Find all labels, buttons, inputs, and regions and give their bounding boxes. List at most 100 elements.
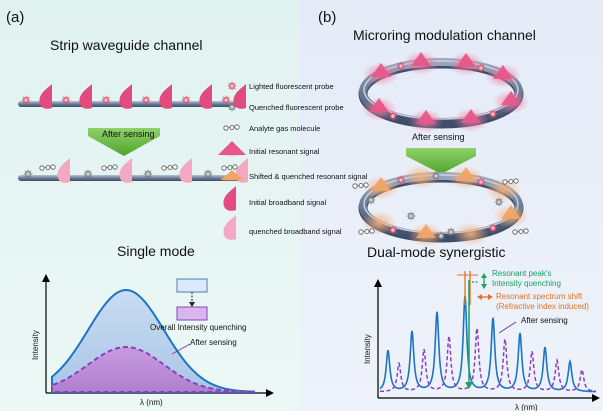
quenching-arrowhead bbox=[189, 302, 195, 307]
dual-mode-title: Dual-mode synergistic bbox=[367, 244, 506, 260]
ring-gas-2-atom-3 bbox=[513, 178, 519, 184]
single-mode-spectrum-chart: Overall Intensity quenching After sensin… bbox=[31, 274, 274, 407]
quenched-probe-3 bbox=[143, 169, 153, 179]
ring-probe-after-5-core bbox=[439, 234, 443, 238]
ring-gas-4-atom-2 bbox=[518, 229, 524, 234]
ring-signal-before-1 bbox=[371, 63, 391, 77]
legend-orange-peak bbox=[221, 170, 243, 180]
ring-probe-before-4 bbox=[488, 109, 498, 119]
initial-broadband-icon bbox=[223, 186, 236, 211]
quenched-probe-icon bbox=[227, 102, 237, 112]
ring-quenched-3-core bbox=[497, 200, 501, 204]
ring-gas-1 bbox=[352, 182, 369, 189]
ring-signal-before-8 bbox=[369, 98, 389, 112]
quenched-broadband-icon bbox=[223, 215, 236, 240]
ring-gas-2-atom-2 bbox=[508, 179, 514, 184]
ring-gas-3-atom-2 bbox=[364, 229, 370, 234]
ring-signal-before-6 bbox=[461, 109, 481, 123]
orange-legend-arrowheads bbox=[477, 294, 493, 300]
gas-molecule-3-atom-3 bbox=[172, 164, 178, 170]
lighted-probe-5 bbox=[181, 95, 191, 105]
initial-broadband-wave-1 bbox=[39, 84, 52, 109]
ring-gas-3-atom-3 bbox=[369, 228, 375, 234]
lighted-probe-3-core bbox=[104, 98, 108, 102]
ring-gas-3 bbox=[358, 228, 375, 235]
legend-gas-molecule-atom-1 bbox=[223, 125, 229, 131]
gas-molecule-1 bbox=[39, 164, 56, 171]
gas-molecule-2-atom-3 bbox=[112, 164, 118, 170]
ring-gas-3-atom-1 bbox=[358, 229, 364, 235]
lighted-probe-6-core bbox=[224, 98, 228, 102]
legend-broadband-quenched bbox=[223, 215, 236, 240]
shift-label-2: (Refractive index induced) bbox=[496, 302, 589, 311]
ring-glow-after-6 bbox=[453, 222, 489, 246]
initial-resonant-icon bbox=[218, 141, 246, 157]
ring-probe-after-3 bbox=[388, 225, 398, 235]
after-sensing-pointer-b bbox=[498, 321, 517, 334]
ring-probe-after-2 bbox=[476, 177, 486, 187]
ring-signal-after-3 bbox=[456, 167, 476, 181]
legend-gas-molecule-atom-3 bbox=[234, 124, 240, 130]
gas-molecule-4-atom-2 bbox=[227, 165, 233, 170]
quenched-probe-1 bbox=[23, 169, 33, 179]
microring-before bbox=[358, 51, 529, 133]
ring-quenched-5-core bbox=[409, 214, 413, 218]
quenched-broadband-wave-3 bbox=[179, 158, 192, 183]
gas-molecule-2-atom-2 bbox=[107, 165, 113, 170]
ring-gas-1-atom-2 bbox=[358, 183, 364, 188]
after-sensing-arrow-a bbox=[88, 128, 160, 156]
gas-molecule-2-atom-1 bbox=[101, 165, 107, 171]
lighted-probe-6 bbox=[221, 95, 231, 105]
gas-molecule-icon bbox=[223, 124, 240, 131]
ring-probe-after-4 bbox=[488, 223, 498, 233]
initial-broadband-wave-4 bbox=[159, 84, 172, 109]
gas-molecule-2 bbox=[101, 164, 118, 171]
panel-b-label: (b) bbox=[318, 9, 336, 26]
ring-probe-after-3-core bbox=[391, 228, 395, 232]
lighted-probe-1 bbox=[21, 95, 31, 105]
after-sensing-label-b: After sensing bbox=[412, 132, 465, 142]
ring-signal-before-7 bbox=[416, 110, 436, 124]
gas-molecule-4-atom-1 bbox=[221, 165, 227, 171]
gas-molecule-4 bbox=[221, 164, 238, 171]
ring-signal-before-5 bbox=[501, 91, 521, 105]
legend-quenched-probe-core bbox=[230, 105, 234, 109]
initial-broadband-wave-2 bbox=[79, 84, 92, 109]
lighted-probe-2-core bbox=[64, 98, 68, 102]
ring-quenched-2-core bbox=[434, 174, 438, 178]
ring-probe-after-4-core bbox=[491, 226, 495, 230]
lighted-probe-4 bbox=[141, 95, 151, 105]
microring-after bbox=[352, 165, 529, 247]
ring-glow-after-8 bbox=[361, 211, 397, 235]
chart-b-y-arrow bbox=[374, 279, 382, 287]
ring-probe-before-1-core bbox=[399, 64, 403, 68]
ring-gas-1-atom-3 bbox=[363, 182, 369, 188]
initial-broadband-wave-6 bbox=[233, 84, 246, 109]
gas-molecule-1-atom-1 bbox=[39, 165, 45, 171]
chart-a-xlabel: λ (nm) bbox=[140, 398, 163, 407]
chart-a-ylabel: Intensity bbox=[31, 330, 40, 360]
shift-label-1: Resonant spectrum shift bbox=[496, 292, 583, 301]
ring-probe-before-1 bbox=[396, 61, 406, 71]
ring-gas-2 bbox=[502, 178, 519, 185]
ring-gas-4-atom-3 bbox=[523, 228, 529, 234]
after-sensing-label-chart-b: After sensing bbox=[521, 316, 568, 325]
quenched-probe-4 bbox=[203, 169, 213, 179]
waveguide-after bbox=[18, 158, 248, 183]
initial-broadband-wave-5 bbox=[199, 84, 212, 109]
ring-probe-after-1-core bbox=[399, 178, 403, 182]
quenched-probe-1-core bbox=[26, 172, 30, 176]
overall-quenching-label: Overall Intensity quenching bbox=[150, 323, 247, 332]
ring-quenched-4-core bbox=[449, 230, 453, 234]
ring-signal-before-2 bbox=[411, 52, 431, 66]
ring-quenched-1 bbox=[366, 195, 376, 205]
legend-label-6: Initial broadband signal bbox=[249, 198, 326, 207]
after-sensing-pointer-a bbox=[171, 343, 191, 355]
quenched-probe-2-core bbox=[86, 172, 90, 176]
quenched-broadband-curve bbox=[51, 345, 255, 393]
shifted-resonant-icon bbox=[218, 170, 246, 182]
ring-quenched-5 bbox=[406, 211, 416, 221]
quench-arrowhead bbox=[465, 382, 473, 389]
single-mode-title: Single mode bbox=[117, 243, 195, 259]
